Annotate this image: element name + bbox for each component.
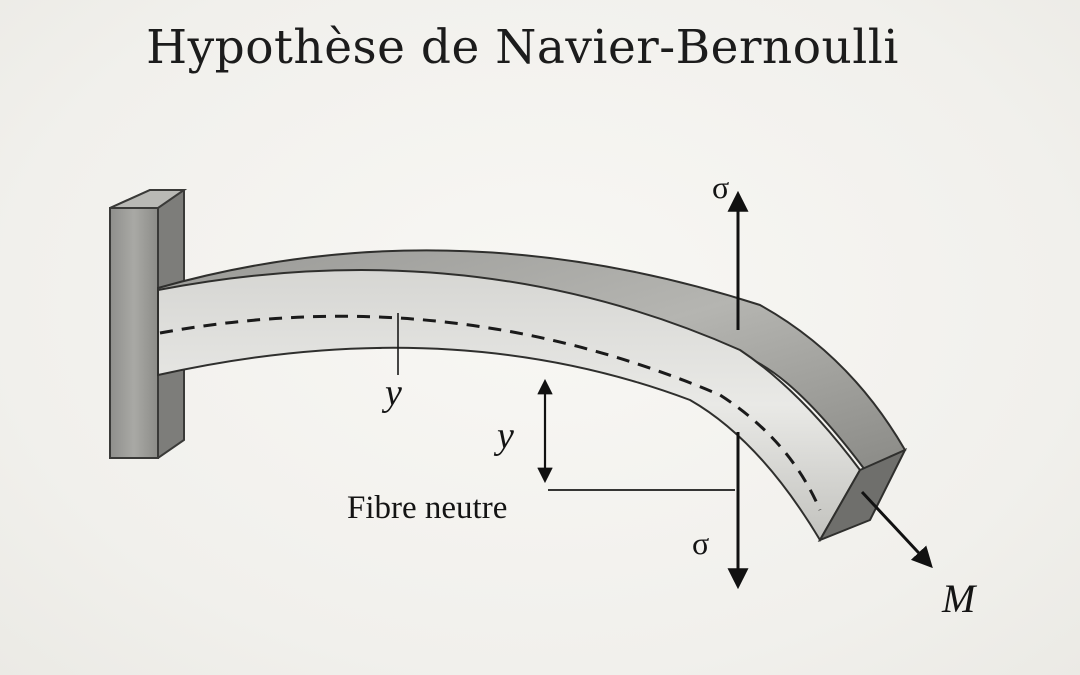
wall-front bbox=[109, 207, 159, 459]
sigma-top-label: σ bbox=[712, 169, 729, 205]
moment-arrow bbox=[860, 490, 933, 569]
sigma-bottom-label: σ bbox=[692, 525, 709, 561]
beam-end-face bbox=[817, 447, 908, 542]
neutral-fiber-label: Fibre neutre bbox=[347, 490, 507, 526]
neutral-fiber-line bbox=[159, 314, 822, 511]
moment-label: M bbox=[941, 576, 978, 621]
page-title: Hypothèse de Navier-Bernoulli bbox=[146, 20, 899, 75]
y-offset-label: y bbox=[493, 415, 514, 457]
y-beam-label: y bbox=[381, 372, 402, 414]
